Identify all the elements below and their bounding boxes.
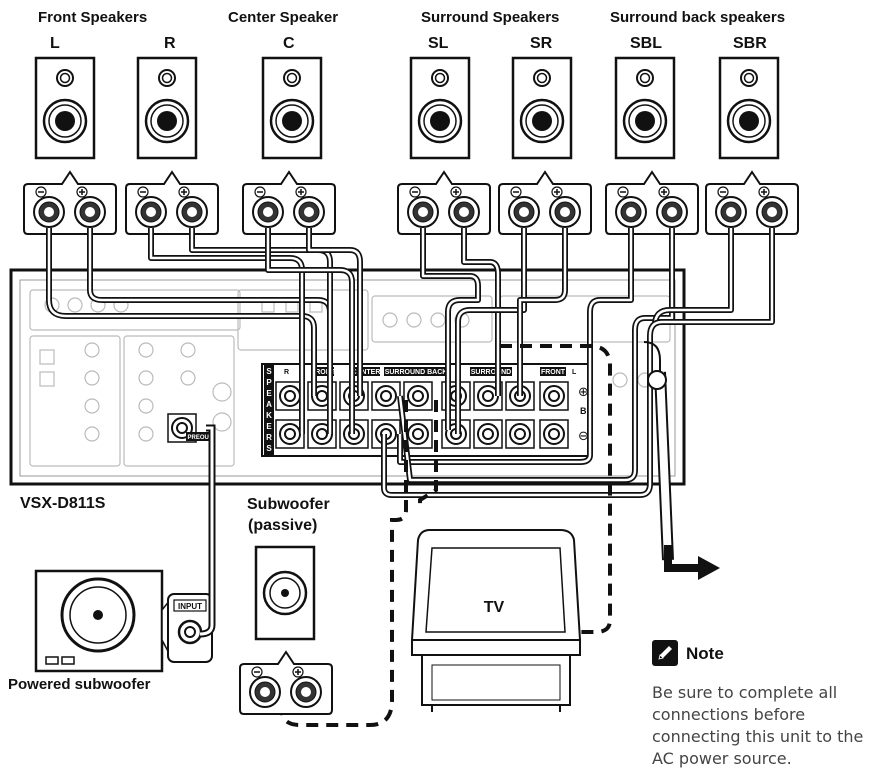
group-label-center: Center Speaker (228, 9, 339, 26)
power-cord (643, 341, 674, 561)
note-title: Note (686, 644, 724, 663)
subwoofer-cable (199, 424, 216, 638)
plus-label: ⊕ (578, 385, 589, 400)
front-b-label: FRONT (311, 369, 336, 376)
subwoofer-passive-label-1: Subwoofer (247, 496, 330, 513)
channel-label-l: L (50, 35, 60, 52)
powered-subwoofer: INPUT (34, 569, 213, 673)
channel-label-r: R (164, 35, 176, 52)
preout-label: PREOUT (187, 435, 212, 441)
speaker-r (136, 56, 198, 160)
speaker-l (34, 56, 96, 160)
center-terminal-label: CENTER (352, 369, 381, 376)
surround-terminal-label: SURROUND (471, 369, 511, 376)
l-label: L (572, 369, 577, 376)
minus-label: ⊖ (578, 429, 589, 444)
speaker-sbr (718, 56, 780, 160)
speaker-terminal-sr (498, 171, 592, 235)
group-label-surround-back: Surround back speakers (610, 9, 786, 26)
speaker-sl (409, 56, 471, 160)
speaker-terminal-sbl (605, 171, 699, 235)
channel-label-sbl: SBL (630, 35, 662, 52)
dashed-connection (280, 344, 612, 727)
r-label: R (284, 369, 289, 376)
speaker-terminal-l (23, 171, 117, 235)
speaker-c (261, 56, 323, 160)
group-label-surround: Surround Speakers (421, 9, 560, 26)
channel-label-c: C (283, 35, 295, 52)
powered-subwoofer-label: Powered subwoofer (8, 676, 151, 693)
arrow-right-icon (664, 545, 720, 580)
tv-label: TV (484, 599, 505, 616)
tv: TV (410, 529, 582, 712)
speaker-sr (511, 56, 573, 160)
front-a-terminal-label: FRONT (541, 369, 566, 376)
speaker-sbl (614, 56, 676, 160)
subwoofer-passive-label-2: (passive) (248, 517, 318, 534)
channel-label-sl: SL (428, 35, 449, 52)
group-label-front: Front Speakers (38, 9, 148, 26)
channel-label-sbr: SBR (733, 35, 767, 52)
surround-back-terminal-label: SURROUND BACK (385, 369, 448, 376)
speaker-terminal-sl (397, 171, 491, 235)
receiver-model-label: VSX-D811S (20, 495, 106, 512)
input-label: INPUT (178, 602, 202, 611)
channel-label-sr: SR (530, 35, 553, 52)
speaker-terminal-sbr (705, 171, 799, 235)
pencil-icon (652, 640, 678, 666)
passive-subwoofer (239, 545, 333, 715)
speaker-terminal-r (125, 171, 219, 235)
b-label: B (580, 406, 587, 416)
speaker-terminal-c (242, 171, 336, 235)
speaker-row (23, 56, 799, 235)
